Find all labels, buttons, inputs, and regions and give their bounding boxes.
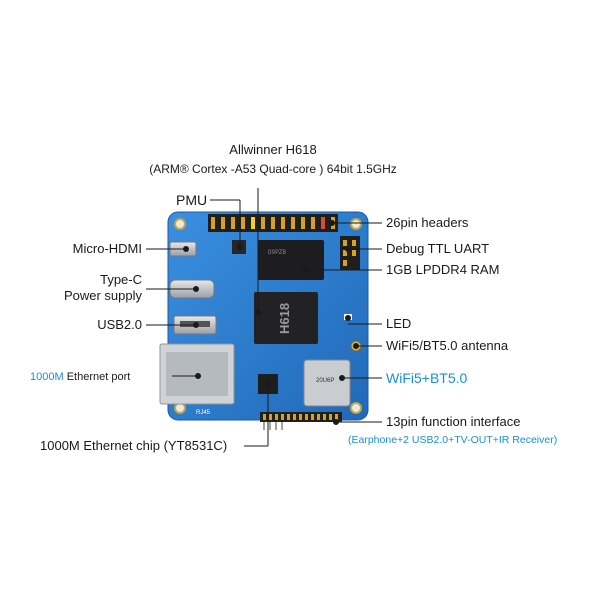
function-interface-label: 13pin function interface: [386, 414, 521, 429]
soc-chip: [254, 292, 318, 344]
debug-uart-pins: [340, 236, 360, 270]
antenna-label: WiFi5/BT5.0 antenna: [386, 338, 509, 353]
wifi-module-marking: 20U6P: [316, 378, 334, 384]
ram-chip-marking: D9PZB: [268, 249, 286, 256]
function-interface-sublabel: (Earphone+2 USB2.0+TV-OUT+IR Receiver): [348, 434, 558, 446]
ram-chip: [258, 240, 324, 280]
soc-chip-marking: H618: [277, 303, 292, 334]
ethernet-port-speed: 1000M: [30, 371, 64, 383]
soc-label-line2: (ARM® Cortex -A53 Quad-core ) 64bit 1.5G…: [149, 162, 397, 176]
micro-hdmi-label: Micro-HDMI: [72, 241, 142, 256]
typec-label-line1: Type-C: [100, 272, 142, 287]
headers-26pin-label: 26pin headers: [386, 215, 469, 230]
mount-hole-tl: [174, 218, 186, 230]
leader-lines: [146, 188, 382, 447]
ethernet-port-text: Ethernet port: [63, 371, 131, 383]
mount-hole-br: [350, 402, 362, 414]
ram-label: 1GB LPDDR4 RAM: [386, 262, 500, 277]
wifi-label: WiFi5+BT5.0: [386, 370, 468, 386]
rj45-silk: RJ45: [196, 410, 211, 416]
pmu-label: PMU: [176, 192, 208, 208]
typec-label-line2: Power supply: [63, 288, 142, 303]
ethernet-port-label: 1000M Ethernet port: [30, 369, 130, 385]
led-label: LED: [386, 316, 412, 331]
pin-header-26: [208, 214, 338, 232]
debug-uart-label: Debug TTL UART: [386, 241, 490, 256]
ethernet-chip-label: 1000M Ethernet chip (YT8531C): [40, 438, 228, 453]
soc-label-line1: Allwinner H618: [229, 142, 317, 157]
mount-hole-tr: [350, 218, 362, 230]
pin-13-interface: [260, 412, 342, 430]
usb2-label: USB2.0: [97, 317, 142, 332]
wifi-module: [303, 359, 351, 407]
